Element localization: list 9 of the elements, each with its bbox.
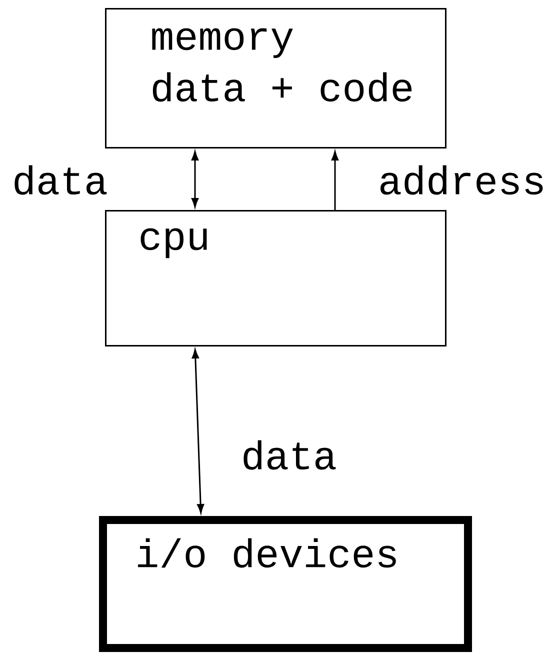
edge-label: address (376, 163, 548, 197)
box: i/o devices (99, 516, 472, 652)
edge-label: data (239, 438, 339, 472)
arrow (192, 349, 204, 514)
arrow (191, 151, 199, 208)
edge-label: data (10, 163, 110, 197)
box: memory data + code (105, 8, 446, 148)
arrow (331, 151, 338, 210)
box: cpu (105, 210, 446, 346)
